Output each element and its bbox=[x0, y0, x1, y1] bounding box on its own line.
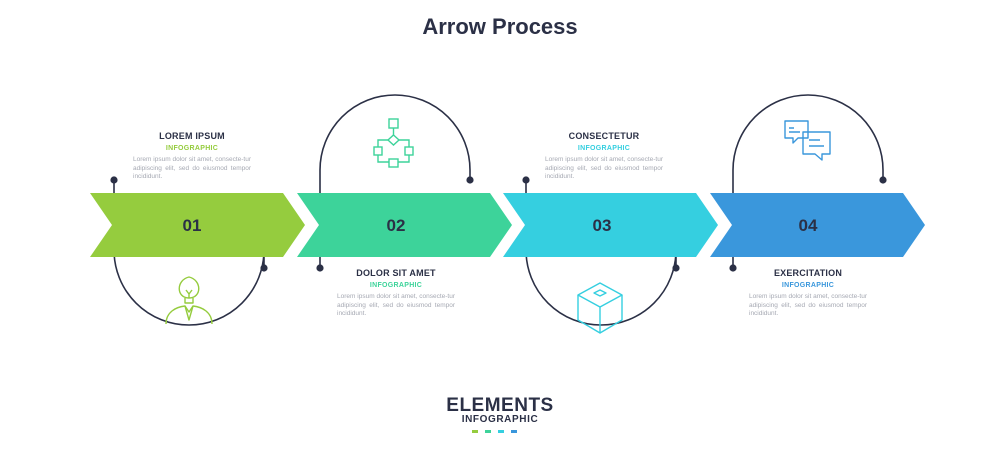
arrow-step-3 bbox=[503, 193, 718, 257]
footer-color-bars bbox=[472, 430, 517, 433]
arrow-step-4 bbox=[710, 193, 925, 257]
step-heading-4: EXERCITATION bbox=[773, 268, 843, 278]
step-subheading-4: INFOGRAPHIC bbox=[781, 282, 835, 289]
connector-loop-1 bbox=[113, 180, 265, 326]
step-heading-2: DOLOR SIT AMET bbox=[356, 268, 436, 278]
flowchart-icon bbox=[373, 118, 414, 168]
connector-dots bbox=[110, 176, 887, 272]
step-text-1: LOREM IPSUM INFOGRAPHIC Lorem ipsum dolo… bbox=[127, 131, 257, 182]
connector-loops bbox=[113, 94, 884, 326]
step-description-1: Lorem ipsum dolor sit amet, consecte-tur… bbox=[133, 156, 251, 180]
step-subheading-1: INFOGRAPHIC bbox=[165, 145, 219, 152]
footer-brand: ELEMENTS bbox=[446, 395, 554, 416]
step-text-3: CONSECTETUR INFOGRAPHIC Lorem ipsum dolo… bbox=[539, 131, 669, 182]
step-subheading-2: INFOGRAPHIC bbox=[369, 282, 423, 289]
step-description-2: Lorem ipsum dolor sit amet, consecte-tur… bbox=[337, 293, 455, 317]
step-subheading-3: INFOGRAPHIC bbox=[577, 145, 631, 152]
lightbulb-head-icon bbox=[165, 276, 213, 325]
connector-loop-2 bbox=[319, 94, 471, 268]
footer-tagline: INFOGRAPHIC bbox=[461, 414, 539, 425]
step-text-2: DOLOR SIT AMET INFOGRAPHIC Lorem ipsum d… bbox=[331, 268, 461, 319]
step-number-1: 01 bbox=[183, 216, 202, 235]
step-number-4: 04 bbox=[799, 216, 818, 235]
arrow-step-1 bbox=[90, 193, 305, 257]
step-description-3: Lorem ipsum dolor sit amet, consecte-tur… bbox=[545, 156, 663, 180]
step-heading-3: CONSECTETUR bbox=[568, 131, 640, 141]
step-number-3: 03 bbox=[593, 216, 612, 235]
step-heading-1: LOREM IPSUM bbox=[159, 131, 225, 141]
cube-icon bbox=[577, 282, 623, 334]
connector-loop-4 bbox=[732, 94, 884, 268]
chat-bubbles-icon bbox=[784, 120, 831, 161]
step-description-4: Lorem ipsum dolor sit amet, consecte-tur… bbox=[749, 293, 867, 317]
step-text-4: EXERCITATION INFOGRAPHIC Lorem ipsum dol… bbox=[743, 268, 873, 319]
connector-loop-3 bbox=[525, 180, 677, 326]
step-number-2: 02 bbox=[387, 216, 406, 235]
diagram-title: Arrow Process bbox=[422, 14, 578, 39]
arrow-step-2 bbox=[297, 193, 512, 257]
